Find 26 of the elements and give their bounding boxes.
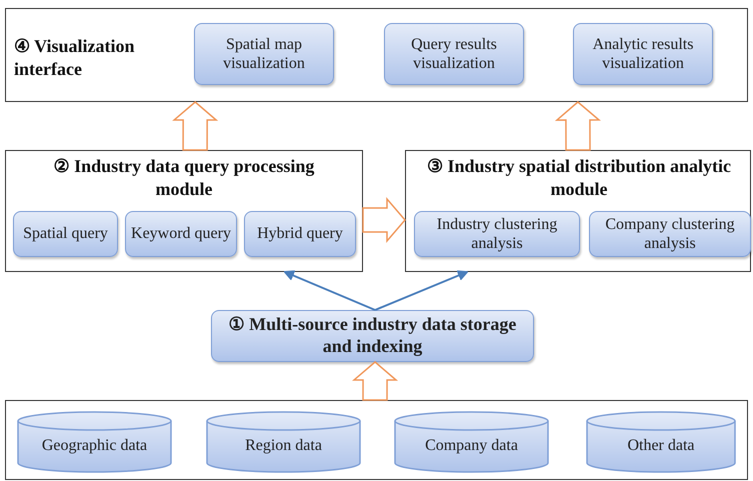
panel-title: ③ Industry spatial distribution analytic module <box>426 155 732 200</box>
process-box: Spatial query <box>13 211 118 257</box>
block-arrow <box>352 361 398 401</box>
panel-title: ② Industry data query processing module <box>52 155 316 200</box>
panel-title: ④ Visualization interface <box>14 35 136 80</box>
arrow <box>284 270 376 311</box>
process-box: Company clustering analysis <box>589 211 751 257</box>
process-box: Industry clustering analysis <box>414 211 580 257</box>
database-cylinder: Region data <box>206 411 361 473</box>
block-arrow <box>362 197 406 244</box>
process-box: Spatial map visualization <box>194 23 334 85</box>
module-panel <box>5 150 363 272</box>
module-panel <box>405 150 751 272</box>
module-panel <box>5 8 748 102</box>
database-cylinder: Other data <box>586 411 736 473</box>
process-box: Keyword query <box>125 211 237 257</box>
database-cylinder: Company data <box>394 411 549 473</box>
panel-box <box>5 400 748 480</box>
block-arrow <box>554 101 601 151</box>
arrow <box>374 270 468 311</box>
process-box: Analytic results visualization <box>573 23 713 85</box>
database-cylinder: Geographic data <box>17 411 172 473</box>
process-box: Query results visualization <box>384 23 524 85</box>
process-box: ① Multi-source industry data storage and indexing <box>211 310 534 362</box>
process-box: Hybrid query <box>244 211 356 257</box>
block-arrow <box>172 101 218 151</box>
